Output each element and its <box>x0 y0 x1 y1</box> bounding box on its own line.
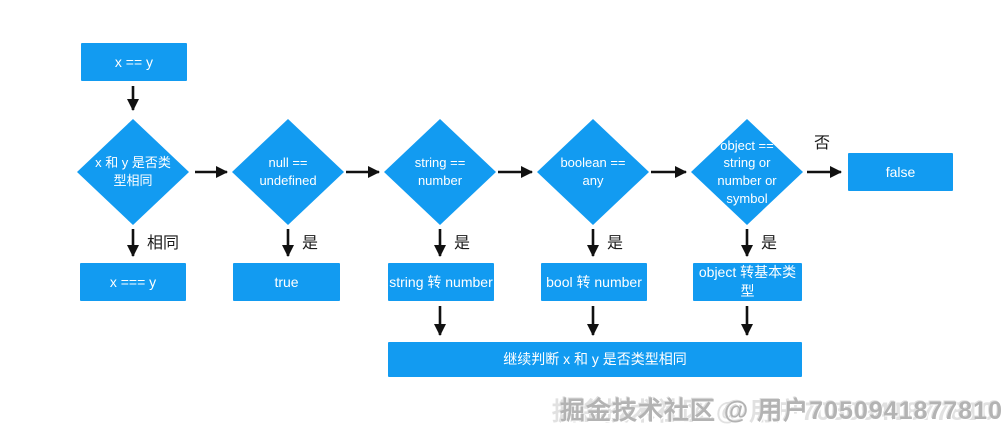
node-object-to-primitive-label: object 转基本类型 <box>698 264 797 299</box>
decision-null-undefined-label: null == undefined <box>259 155 317 188</box>
edge-label-yes-null: 是 <box>302 235 319 252</box>
node-start: x == y <box>81 43 187 81</box>
node-bool-to-number-label: bool 转 number <box>546 273 642 290</box>
node-object-to-primitive: object 转基本类型 <box>693 263 802 301</box>
node-result-false-label: false <box>885 163 916 180</box>
node-result-true-label: true <box>274 273 299 290</box>
node-result-strict-equal: x === y <box>80 263 186 301</box>
decision-boolean-any-label: boolean == any <box>560 155 626 188</box>
decision-object-primitive-label: object == string or number or symbol <box>717 137 777 206</box>
decision-string-number-label: string == number <box>414 155 466 188</box>
decision-type-check-label: x 和 y 是否类型相同 <box>95 155 171 188</box>
node-string-to-number: string 转 number <box>388 263 494 301</box>
edge-label-yes-object: 是 <box>761 235 778 252</box>
node-result-strict-equal-label: x === y <box>109 273 157 290</box>
node-result-true: true <box>233 263 340 301</box>
node-continue-check-label: 继续判断 x 和 y 是否类型相同 <box>503 351 687 368</box>
node-start-label: x == y <box>114 53 154 70</box>
node-bool-to-number: bool 转 number <box>541 263 647 301</box>
node-continue-check: 继续判断 x 和 y 是否类型相同 <box>388 342 802 377</box>
edge-label-same: 相同 <box>147 235 180 252</box>
edge-label-no: 否 <box>814 135 831 152</box>
node-result-false: false <box>848 153 953 191</box>
edge-label-yes-string: 是 <box>454 235 471 252</box>
watermark-text: 掘金技术社区 @ 用户7050941877810 <box>559 397 1003 425</box>
node-string-to-number-label: string 转 number <box>389 273 493 290</box>
edge-label-yes-boolean: 是 <box>607 235 624 252</box>
